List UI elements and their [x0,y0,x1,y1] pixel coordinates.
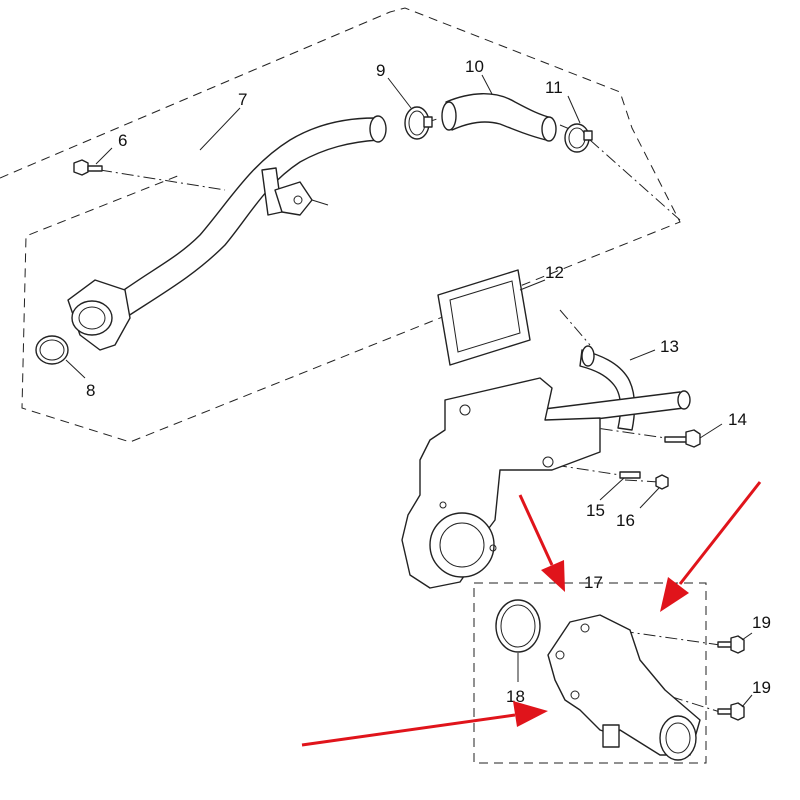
hose-clamp-part-9 [404,106,433,140]
callout-14: 14 [728,410,747,429]
coolant-pipe-part-7 [67,115,387,351]
callout-19-upper: 19 [752,613,771,632]
red-arrow-right [660,481,762,612]
callout-12: 12 [545,263,564,282]
callout-13: 13 [660,337,679,356]
stud-part-15 [619,471,641,479]
callout-18: 18 [506,687,525,706]
thermostat-housing-part-17 [547,614,701,761]
callout-9: 9 [376,61,385,80]
leader-lines [65,74,753,708]
callout-19-lower: 19 [752,678,771,697]
callout-10: 10 [465,57,484,76]
callout-16: 16 [616,511,635,530]
coolant-outlet-housing [401,377,601,589]
red-arrow-lower-left [301,701,548,747]
hose-part-10 [441,93,557,142]
bolt-part-6 [73,159,103,176]
callout-17: 17 [584,573,603,592]
bolt-part-19-upper [717,635,745,654]
upper-assembly-boundary [0,7,681,443]
bolt-part-14 [664,429,701,448]
callout-8: 8 [86,381,95,400]
callout-11: 11 [545,78,563,97]
o-ring-part-18 [495,599,541,653]
thermostat-housing-boundary [473,582,707,764]
hose-clamp-part-11 [564,123,593,153]
assembly-lines [99,117,721,713]
gasket-part-12 [437,269,531,366]
bolt-part-19-lower [717,702,745,721]
o-ring-part-8 [35,335,69,365]
callout-6: 6 [118,131,127,150]
callout-7: 7 [238,90,247,109]
callout-15: 15 [586,501,605,520]
red-arrow-upper-left [518,494,565,592]
nut-part-16 [655,474,669,490]
